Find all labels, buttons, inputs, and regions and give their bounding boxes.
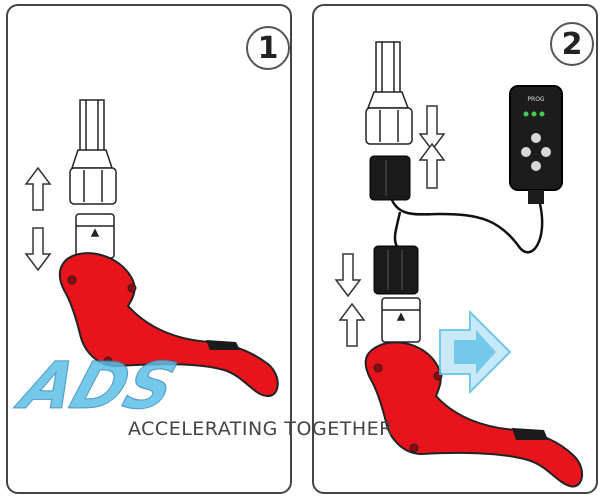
male-connector-2 — [365, 91, 413, 145]
throttle-controller: PROG — [509, 85, 563, 204]
step-1-panel: 1 — [6, 4, 292, 494]
led-icon — [539, 111, 545, 117]
harness-cable-lower — [393, 211, 402, 249]
up-arrow-icon — [24, 166, 52, 211]
down-arrow-icon — [24, 227, 52, 272]
down-arrow-icon — [334, 253, 362, 298]
led-icon — [531, 111, 537, 117]
ads-watermark-logo: ADS — [7, 309, 512, 424]
pedal-lever-2 — [364, 341, 584, 488]
throttle-pipe-2 — [375, 41, 401, 99]
controller-label: PROG — [527, 96, 545, 103]
male-connector-1 — [69, 149, 117, 205]
mode-button-icon — [521, 147, 531, 157]
pedal-lever-1 — [58, 252, 279, 398]
female-connector-1 — [75, 213, 115, 259]
minus-button-icon — [531, 161, 541, 171]
step-number-badge: 1 — [246, 26, 290, 70]
adapter-connector-bottom — [373, 245, 419, 295]
harness-cable — [390, 199, 544, 254]
plus-button-icon — [531, 133, 541, 143]
down-arrow-icon — [418, 105, 446, 152]
step-number-badge: 2 — [550, 22, 594, 66]
mode-button-icon — [541, 147, 551, 157]
watermark-arrow-icon — [454, 330, 496, 374]
adapter-connector-top — [369, 155, 411, 201]
led-icon — [523, 111, 529, 117]
up-arrow-icon — [338, 302, 366, 347]
watermark-logo-text: ADS — [7, 350, 185, 424]
watermark-tagline: ACCELERATING TOGETHER — [128, 418, 393, 440]
up-arrow-icon — [418, 142, 446, 189]
female-connector-2 — [381, 297, 421, 343]
